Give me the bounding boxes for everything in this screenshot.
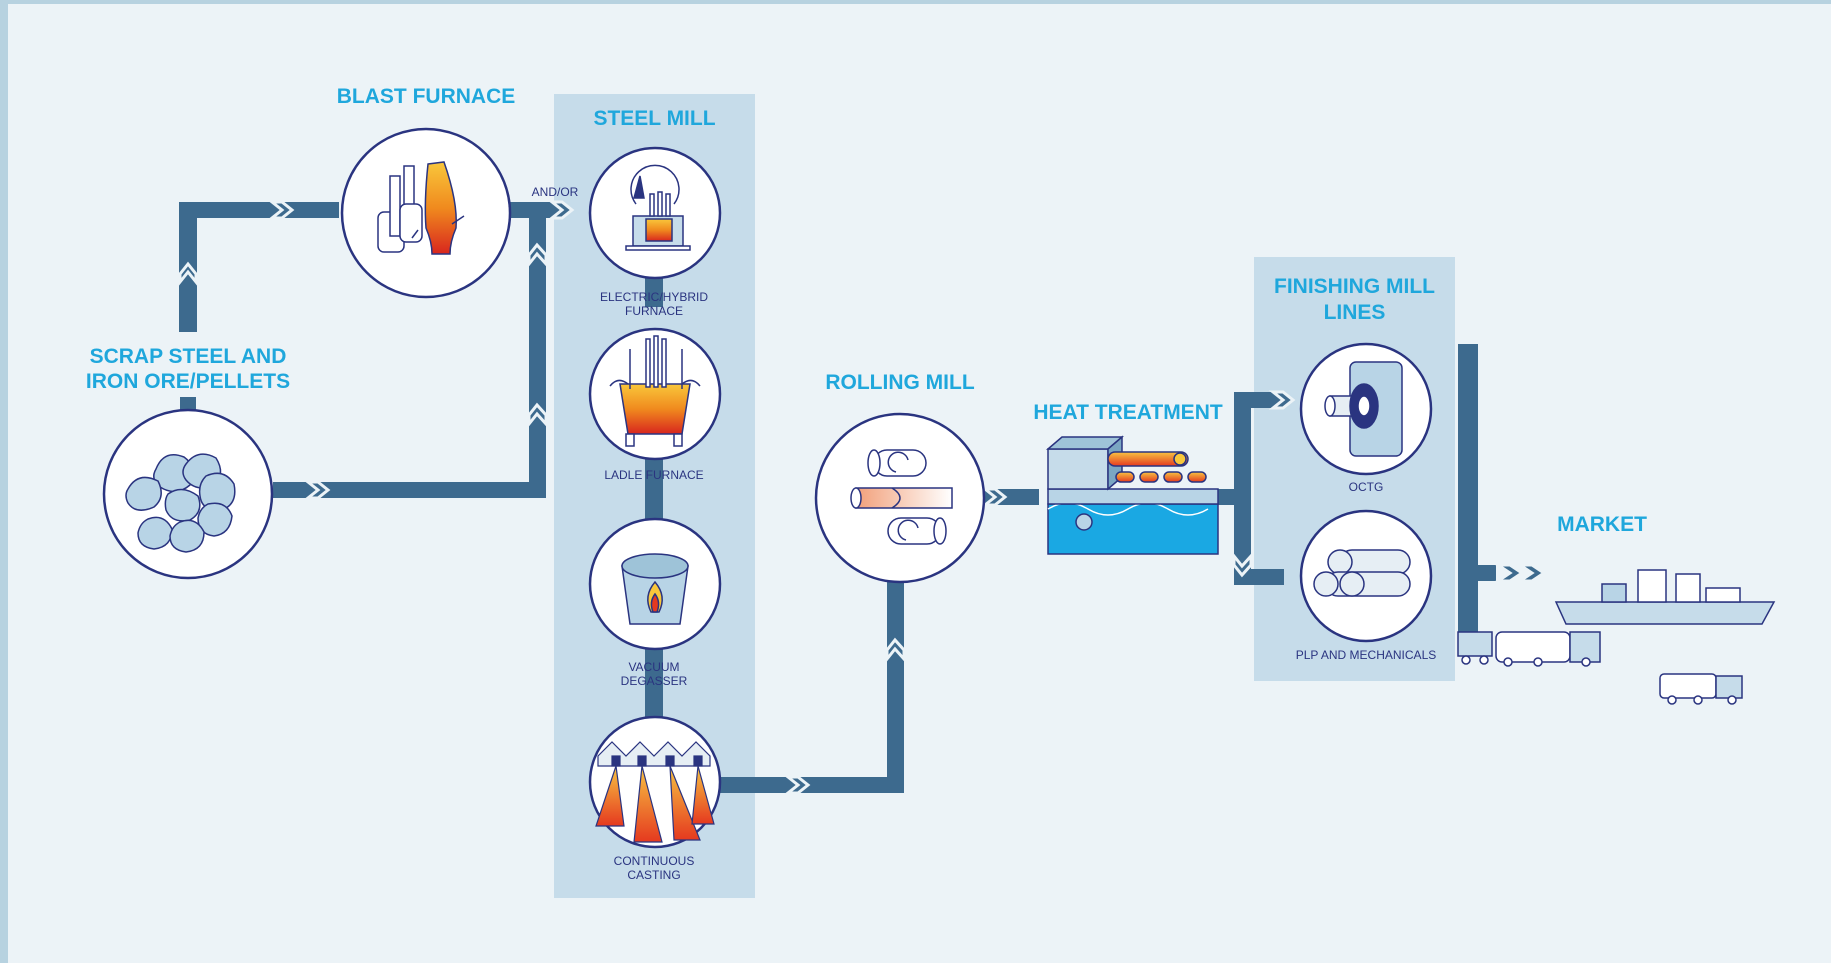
- process-diagram: BLAST FURNACE STEEL MILL SCRAP STEEL AND…: [8, 4, 1831, 963]
- continuous-casting-node: [588, 715, 722, 849]
- ladle-furnace-icon: [609, 335, 701, 447]
- heat-treatment-title: HEAT TREATMENT: [1033, 401, 1223, 424]
- electric-furnace-icon: [625, 164, 691, 251]
- scrap-ore-node: [102, 408, 274, 580]
- ladle-label: LADLE FURNACE: [604, 468, 704, 482]
- finishing-title-line1: FINISHING MILL: [1274, 275, 1435, 298]
- casting-label-line1: CONTINUOUS: [613, 854, 695, 868]
- electric-label-line1: ELECTRIC/HYBRID: [599, 290, 709, 304]
- electric-furnace-node: [588, 146, 722, 280]
- rolling-mill-title: ROLLING MILL: [825, 371, 975, 394]
- plp-node: [1299, 509, 1433, 643]
- heat-treatment-icon: [1045, 435, 1219, 555]
- pipe-bundle-icon: [1313, 549, 1411, 597]
- pipe-coupling-icon: [1324, 361, 1403, 457]
- rolling-mill-icon: [850, 449, 953, 545]
- finishing-title-line2: LINES: [1323, 301, 1386, 324]
- casting-label-line2: CASTING: [627, 868, 681, 882]
- transport-icon: [1457, 569, 1776, 705]
- and-or-label: AND/OR: [531, 185, 579, 199]
- blast-furnace-title: BLAST FURNACE: [336, 85, 516, 108]
- electric-label-line2: FURNACE: [624, 304, 683, 318]
- continuous-casting-icon: [595, 741, 715, 843]
- process-flow-graphic: [102, 94, 1776, 898]
- vacuum-label-line2: DEGASSER: [620, 674, 688, 688]
- ladle-furnace-node: [588, 327, 722, 461]
- octg-label: OCTG: [1348, 480, 1384, 494]
- scrap-title-line1: SCRAP STEEL AND: [89, 345, 287, 368]
- vacuum-degasser-icon: [621, 553, 689, 625]
- scrap-title-line2: IRON ORE/PELLETS: [85, 370, 291, 393]
- octg-node: [1299, 342, 1433, 476]
- plp-label: PLP AND MECHANICALS: [1295, 648, 1437, 662]
- blast-furnace-node: [340, 127, 512, 299]
- vacuum-degasser-node: [588, 517, 722, 651]
- rolling-mill-node: [814, 412, 986, 584]
- steel-mill-title: STEEL MILL: [593, 107, 716, 130]
- market-title: MARKET: [1557, 513, 1647, 536]
- flow-arrows: [178, 200, 1547, 795]
- ore-pellets-icon: [125, 453, 236, 553]
- blast-furnace-icon: [377, 161, 465, 255]
- vacuum-label-line1: VACUUM: [628, 660, 680, 674]
